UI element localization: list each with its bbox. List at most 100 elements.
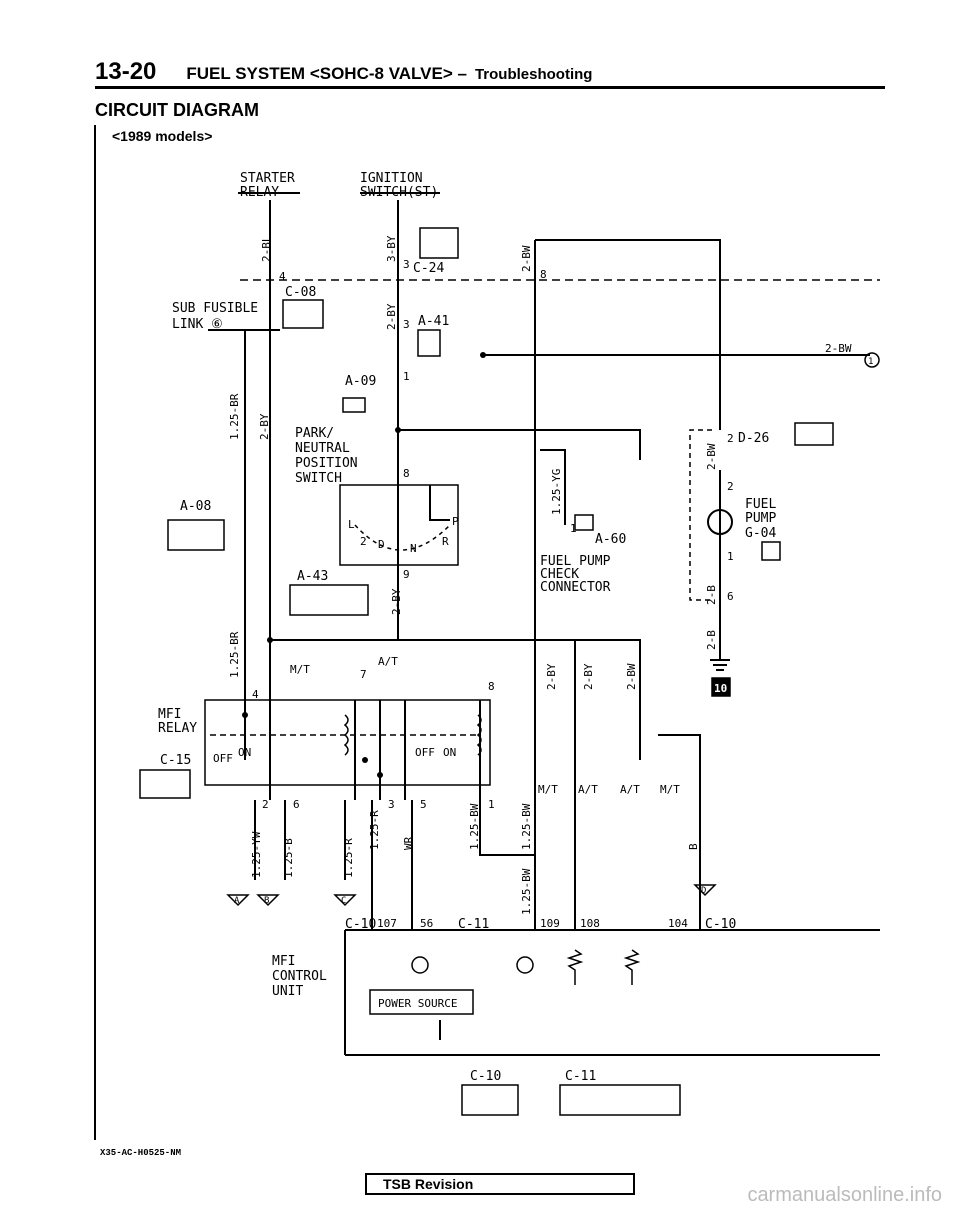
connector-a08: A-08 — [180, 499, 211, 514]
position-P: P — [452, 515, 459, 528]
ground-marker: 10 — [714, 682, 727, 695]
wire-label-b: B — [687, 843, 700, 850]
at-label-2: A/T — [578, 783, 598, 796]
pin-3-relay: 3 — [388, 798, 395, 811]
circle-one-marker: 1 — [868, 357, 873, 367]
figure-code: X35-AC-H0525-NM — [100, 1148, 182, 1158]
pin-3-a41: 3 — [403, 318, 410, 331]
terminal-C: C — [341, 896, 346, 906]
fuel-pump-check-label-3: CONNECTOR — [540, 580, 611, 595]
mt-label-3: M/T — [660, 783, 680, 796]
page-number: 13-20 — [95, 58, 157, 85]
pin-1-a09: 1 — [403, 370, 410, 383]
wire-label-125r-b: 1.25-R — [368, 810, 381, 850]
pin-109: 109 — [540, 917, 560, 930]
pin-56: 56 — [420, 917, 433, 930]
pin-8-park: 8 — [403, 467, 410, 480]
wire-label-2b-b: 2-B — [705, 630, 718, 650]
pin-3-c24: 3 — [403, 258, 410, 271]
wire-label-2by-r1: 2-BY — [545, 663, 558, 690]
relay-on-label-2: ON — [443, 746, 456, 759]
wire-label-125bw-a: 1.25-BW — [468, 803, 481, 850]
starter-relay-label-2: RELAY — [240, 185, 279, 200]
connector-c10-a: C-10 — [345, 917, 376, 932]
ignition-switch-label-1: IGNITION — [360, 171, 423, 186]
wire-label-wr: WR — [402, 836, 415, 850]
pin-104: 104 — [668, 917, 688, 930]
connector-c15: C-15 — [160, 753, 191, 768]
park-neutral-label-3: POSITION — [295, 456, 358, 471]
pin-4-c08: 4 — [279, 270, 286, 283]
wire-label-125br-mid: 1.25-BR — [228, 631, 241, 678]
wire-label-2bw-pump: 2-BW — [705, 443, 718, 470]
pin-107: 107 — [377, 917, 397, 930]
connector-a43: A-43 — [297, 569, 328, 584]
pin-108: 108 — [580, 917, 600, 930]
ignition-switch-label-2: SWITCH(ST) — [360, 185, 438, 200]
mfi-relay-label-2: RELAY — [158, 721, 197, 736]
wire-label-125yw: 1.25-YW — [250, 831, 263, 878]
connector-c24: C-24 — [413, 261, 444, 276]
at-label-3: A/T — [620, 783, 640, 796]
starter-relay-label-1: STARTER — [240, 171, 295, 186]
wire-2bw-main — [535, 239, 721, 430]
connector-g04: G-04 — [745, 526, 776, 541]
header-rule — [95, 86, 885, 89]
sub-fusible-label-2: LINK ⑥ — [172, 317, 223, 332]
park-neutral-label-2: NEUTRAL — [295, 441, 350, 456]
connector-c10-bottom: C-10 — [470, 1069, 501, 1084]
sub-fusible-label-1: SUB FUSIBLE — [172, 301, 258, 316]
connector-c10-b: C-10 — [705, 917, 736, 932]
mfi-cu-label-2: CONTROL — [272, 969, 327, 984]
connector-a09: A-09 — [345, 374, 376, 389]
wire-label-2bw-top: 2-BW — [520, 245, 533, 272]
wire-label-3by: 3-BY — [385, 235, 398, 262]
wire-label-2b-a: 2-B — [705, 585, 718, 605]
at-label-1: A/T — [378, 655, 398, 668]
pin-1-a60: 1 — [570, 522, 577, 535]
wire-label-125yg: 1.25-YG — [550, 469, 563, 515]
watermark: carmanualsonline.info — [747, 1184, 942, 1206]
park-neutral-label-1: PARK/ — [295, 426, 334, 441]
position-2: 2 — [360, 535, 367, 548]
subsection-title: Troubleshooting — [474, 66, 593, 83]
relay-on-label: ON — [238, 746, 251, 759]
pin-7-relay: 7 — [360, 668, 367, 681]
mfi-cu-label-3: UNIT — [272, 984, 303, 999]
position-D: D — [378, 538, 385, 551]
pin-2-d26: 2 — [727, 432, 734, 445]
connector-a60: A-60 — [595, 532, 626, 547]
pin-5-relay: 5 — [420, 798, 427, 811]
pin-8-relay: 8 — [488, 680, 495, 693]
mt-label-2: M/T — [538, 783, 558, 796]
connector-c11-bottom: C-11 — [565, 1069, 596, 1084]
pin-2-pump: 2 — [727, 480, 734, 493]
page-header: 13-20 FUEL SYSTEM <SOHC-8 VALVE> – Trouble… — [95, 58, 592, 86]
relay-off-label: OFF — [213, 752, 233, 765]
wire-label-125bw-b: 1.25-BW — [520, 803, 533, 850]
wire-label-2bl: 2-BL — [260, 235, 273, 262]
terminal-A: A — [234, 896, 240, 906]
wire-label-2bw-right: 2-BW — [825, 342, 852, 355]
fuel-pump-check-label-1: FUEL PUMP — [540, 554, 611, 569]
circuit-title: CIRCUIT DIAGRAM — [95, 100, 259, 120]
pin-1-relay: 1 — [488, 798, 495, 811]
park-neutral-label-4: SWITCH — [295, 471, 342, 486]
pin-4-relay: 4 — [252, 688, 259, 701]
position-L: L — [348, 518, 355, 531]
pin-1-pump: 1 — [727, 550, 734, 563]
pin-6-relay: 6 — [293, 798, 300, 811]
terminal-B: B — [264, 896, 269, 906]
mfi-relay-label-1: MFI — [158, 707, 181, 722]
pin-9-park: 9 — [403, 568, 410, 581]
wire-label-2by-left: 2-BY — [258, 413, 271, 440]
connector-d26: D-26 — [738, 431, 769, 446]
wire-starter — [269, 200, 641, 760]
position-N: N — [410, 542, 417, 555]
section-title: FUEL SYSTEM <SOHC-8 VALVE> – — [186, 64, 467, 83]
pin-8-c24: 8 — [540, 268, 547, 281]
relay-off-label-2: OFF — [415, 746, 435, 759]
connector-c08: C-08 — [285, 285, 316, 300]
connector-c11-a: C-11 — [458, 917, 489, 932]
